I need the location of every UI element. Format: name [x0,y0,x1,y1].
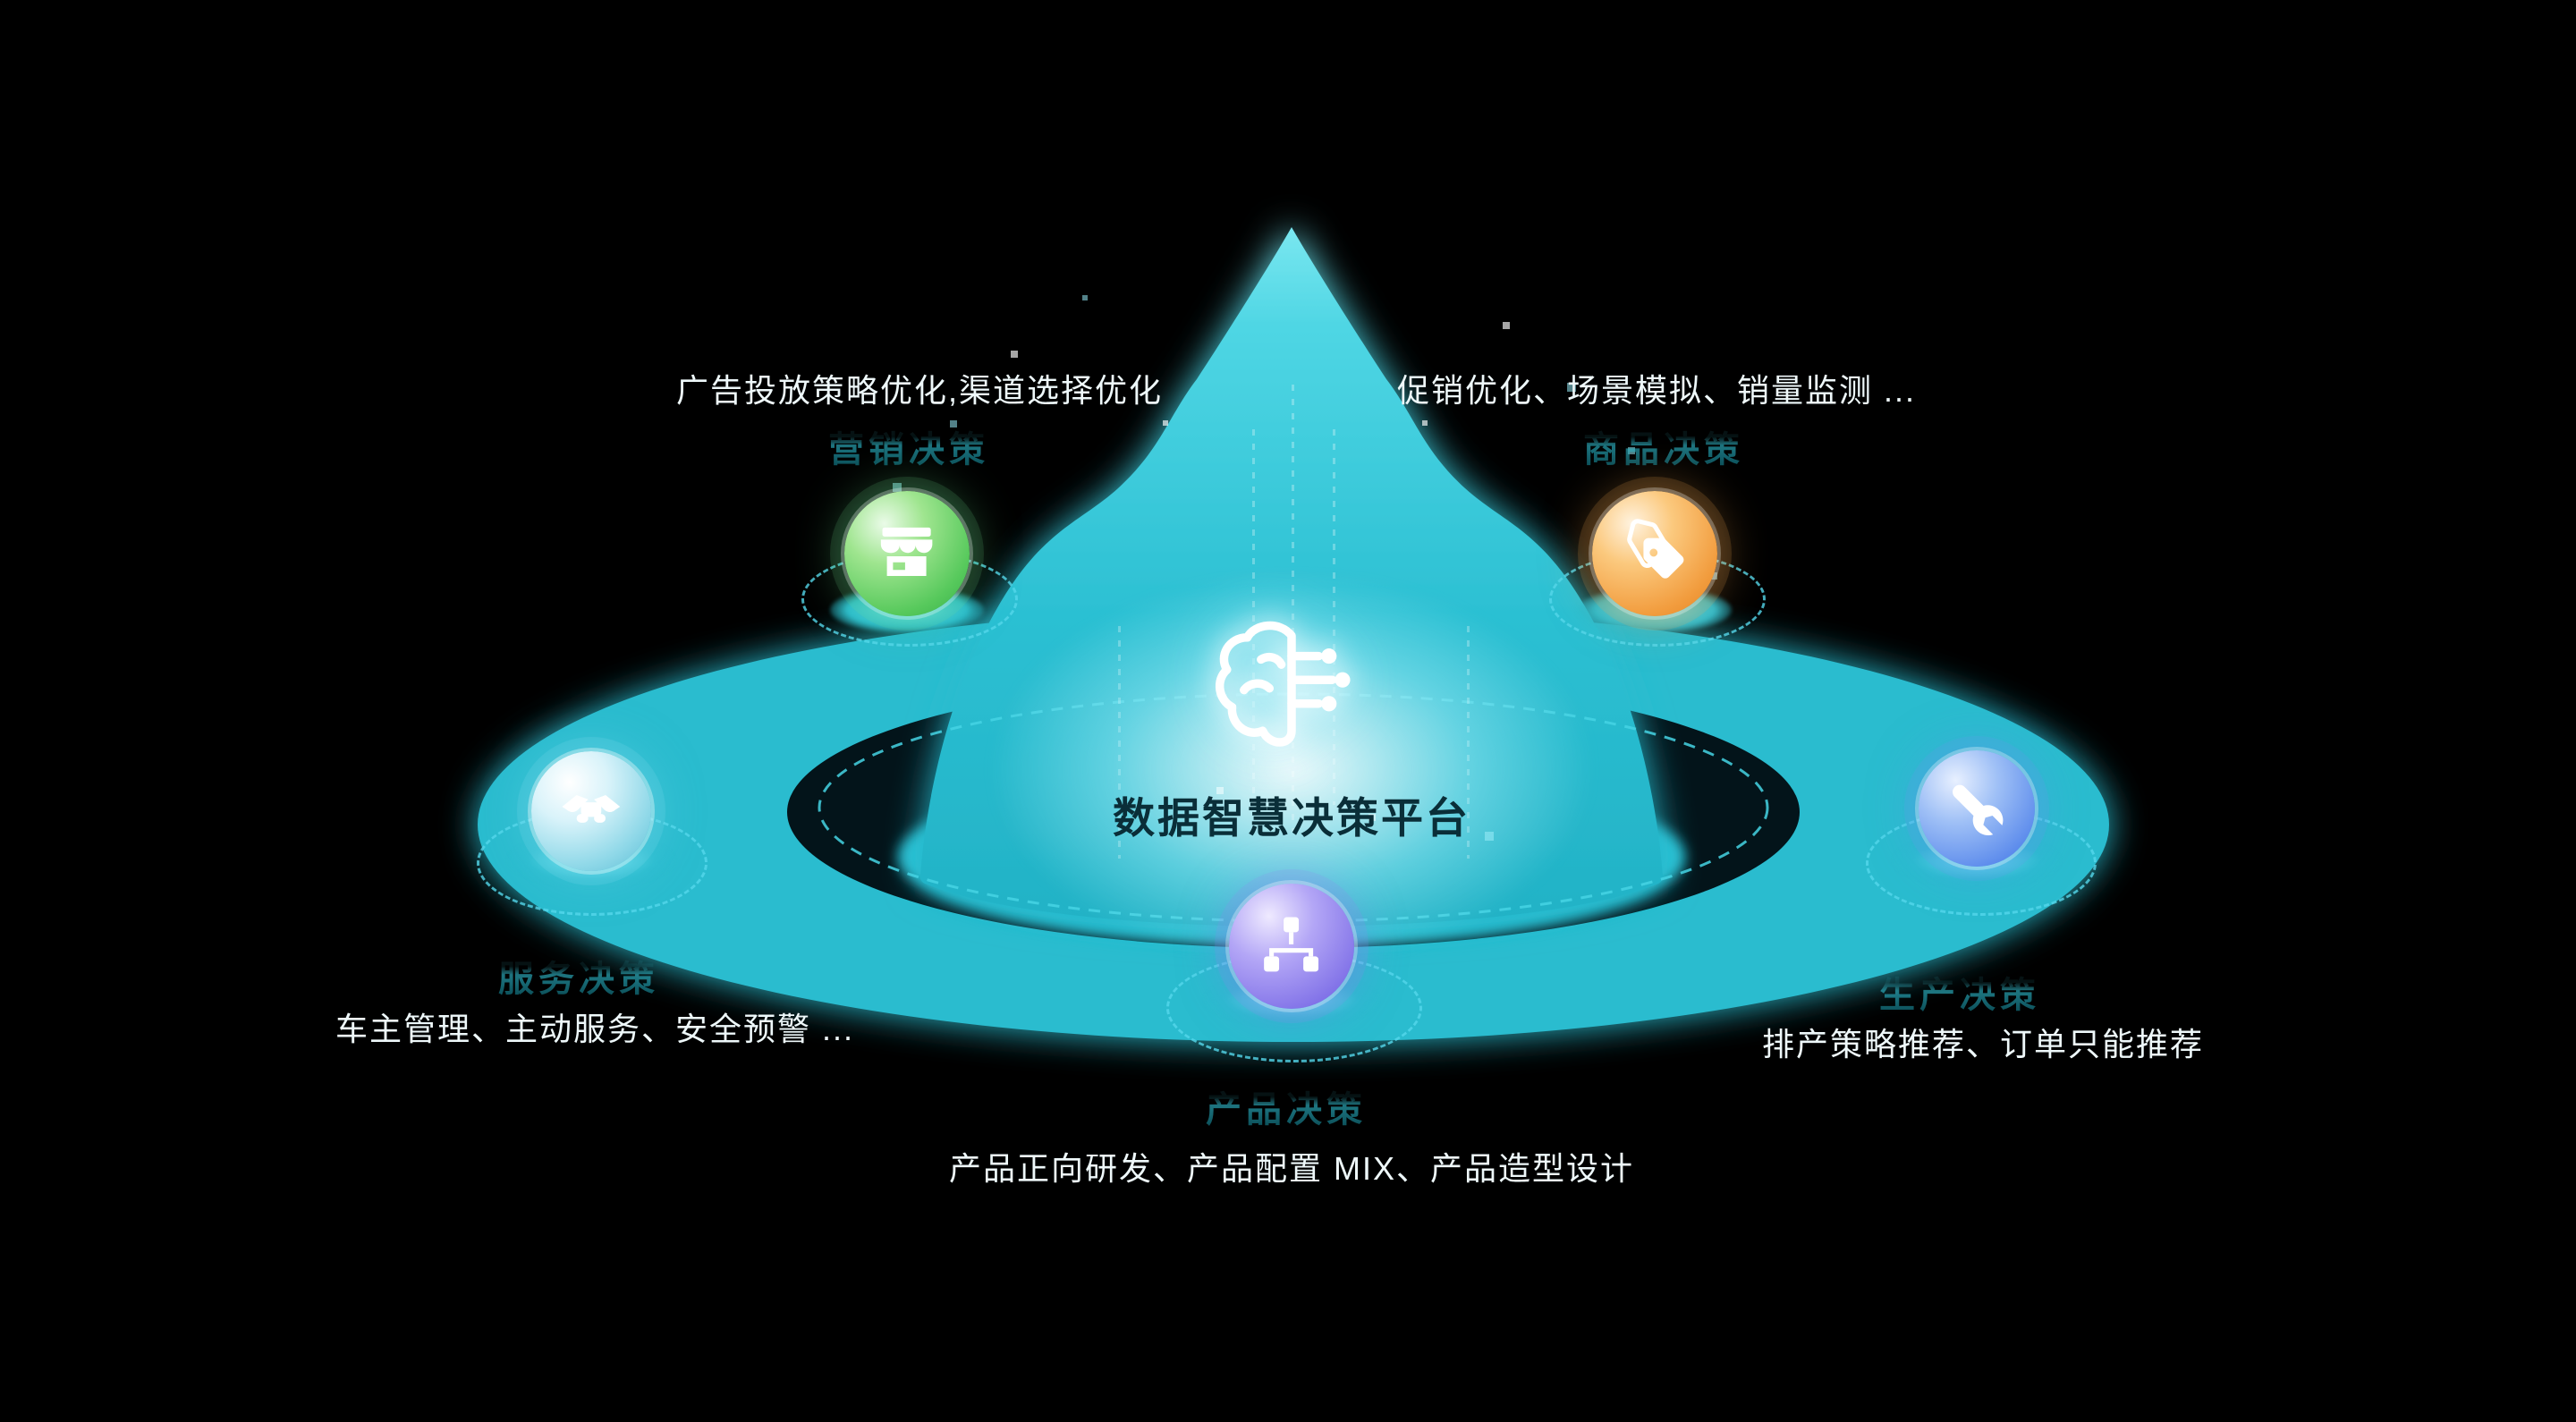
handshake-icon [531,751,651,871]
center-dashed-ellipse [818,692,1769,923]
storefront-icon [844,491,970,616]
price-tag-icon [1592,491,1717,616]
org-chart-icon [1229,884,1354,1009]
node-product-desc: 产品正向研发、产品配置 MIX、产品造型设计 [948,1150,1635,1187]
brain-circuit-icon [1207,615,1377,762]
node-production-desc: 排产策略推荐、订单只能推荐 [1761,1026,2205,1062]
node-product-label: 产品决策 [1206,1080,1367,1132]
node-service-desc: 车主管理、主动服务、安全预警 ... [335,1011,855,1047]
node-marketing-desc: 广告投放策略优化,渠道选择优化 [675,372,1164,409]
wrench-icon [1919,750,2035,867]
node-service-label: 服务决策 [498,950,659,1002]
node-production-label: 生产决策 [1879,966,2040,1018]
node-goods-desc: 促销优化、场景模拟、销量监测 ... [1396,372,1917,409]
node-marketing-label: 营销决策 [828,420,989,472]
node-goods-label: 商品决策 [1583,420,1744,472]
center-title: 数据智慧决策平台 [1113,794,1470,842]
